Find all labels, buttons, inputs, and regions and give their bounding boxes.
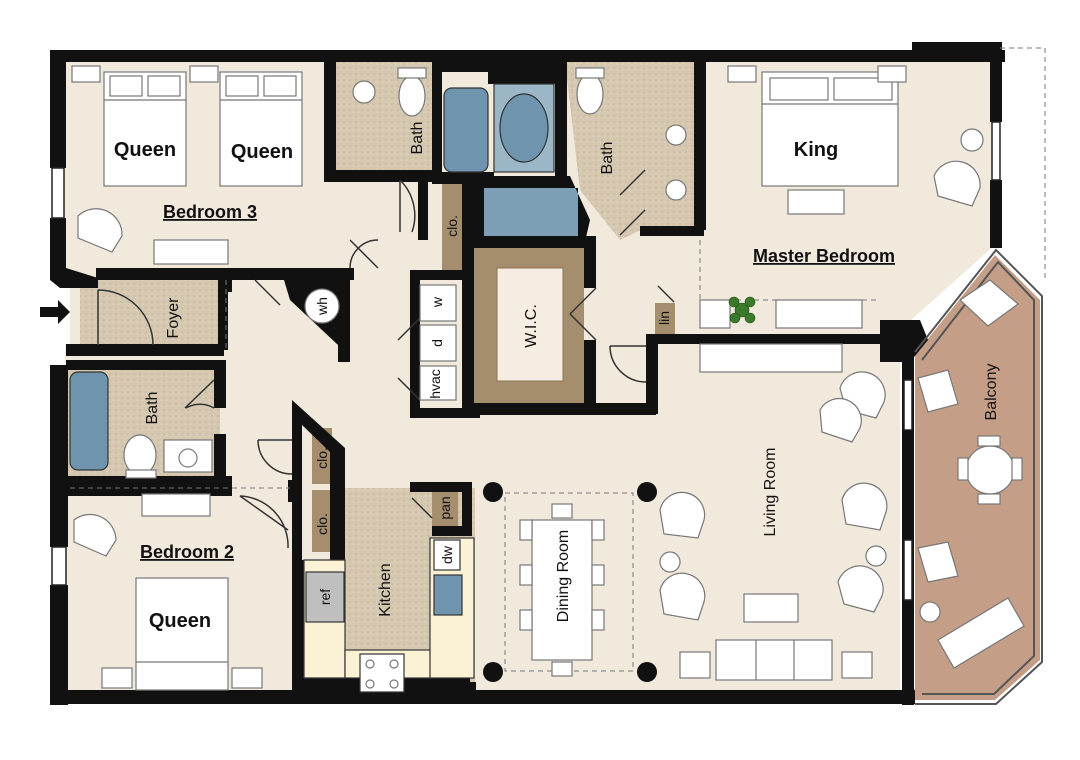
bed-label-master: King <box>794 139 838 161</box>
room-label-master-bedroom: Master Bedroom <box>753 246 895 266</box>
windows <box>51 121 1001 601</box>
bed-queen-bedroom2 <box>135 577 229 691</box>
room-label-foyer: Foyer <box>165 297 182 339</box>
tub-left <box>69 371 109 471</box>
room-label-wic: W.I.C. <box>523 304 540 348</box>
room-label-kitchen: Kitchen <box>377 563 394 616</box>
plant-icon <box>728 296 756 324</box>
bed-label-bedroom3-left: Queen <box>114 139 176 161</box>
floor-wic-inner <box>496 267 564 382</box>
bed-label-bedroom3-right: Queen <box>231 141 293 163</box>
room-label-balcony: Balcony <box>983 364 1000 421</box>
labels: Queen Queen Bedroom 3 King Master Bedroo… <box>114 122 1000 632</box>
floor-pantry <box>432 490 458 526</box>
floor-foyer <box>80 278 228 344</box>
fixture-label-ref: ref <box>317 589 333 605</box>
bed-label-bedroom2: Queen <box>149 610 211 632</box>
fixture-label-washer: w <box>429 296 445 308</box>
balcony-railing <box>914 248 1043 705</box>
floor-clo-low <box>312 490 332 552</box>
room-label-living-room: Living Room <box>762 448 779 537</box>
floor-linen <box>655 303 675 337</box>
room-label-bath-left: Bath <box>144 392 161 425</box>
entry-arrow-icon <box>40 300 70 324</box>
fixture-label-wh: wh <box>314 297 330 316</box>
room-label-bath-top-left: Bath <box>409 122 426 155</box>
fixture-label-clo-mid: clo. <box>314 447 330 469</box>
walls <box>50 42 1005 705</box>
furniture <box>69 65 1025 693</box>
water-heater <box>304 288 340 324</box>
fixture-label-lin: lin <box>656 311 672 325</box>
fixture-label-dw: dw <box>439 545 455 564</box>
fixture-label-clo-top: clo. <box>444 215 460 237</box>
fixture-label-clo-low: clo. <box>314 513 330 535</box>
room-label-bedroom3: Bedroom 3 <box>163 202 257 222</box>
room-label-bath-top-right: Bath <box>599 142 616 175</box>
fixture-label-pan: pan <box>437 496 453 519</box>
room-label-bedroom2: Bedroom 2 <box>140 542 234 562</box>
floor-shower <box>478 188 578 236</box>
tub-top-left <box>443 87 489 173</box>
doors <box>97 169 675 549</box>
room-label-dining-room: Dining Room <box>555 530 572 622</box>
fixture-label-dryer: d <box>429 339 445 347</box>
fixture-label-hvac: hvac <box>427 369 443 399</box>
floor-clo-top <box>442 183 464 271</box>
